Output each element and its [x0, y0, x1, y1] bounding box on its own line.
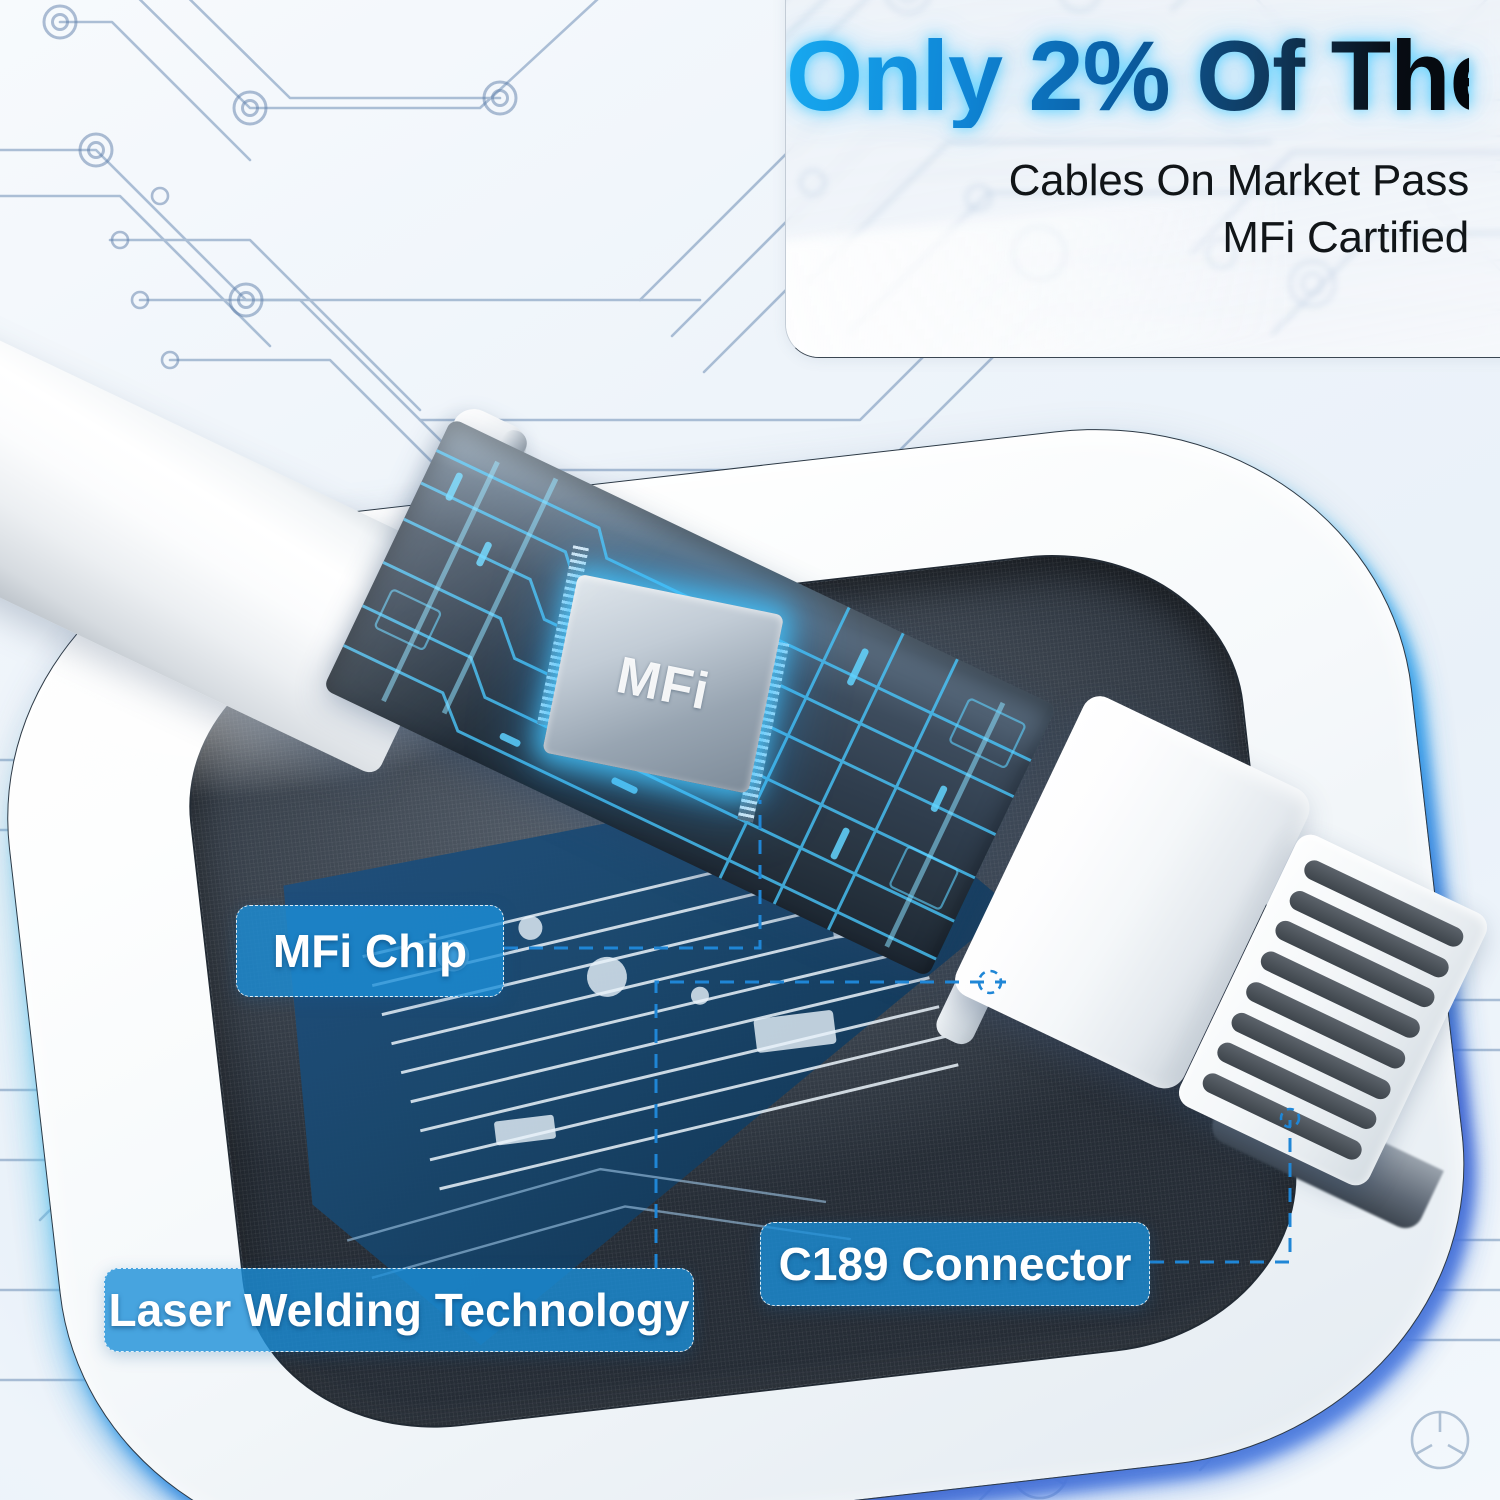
callout-mfi-chip[interactable]: MFi Chip — [236, 905, 504, 997]
transparent-housing: MFi — [322, 418, 1057, 978]
subheadline-line-1: Cables On Market Pass — [1008, 155, 1470, 205]
callout-label: Laser Welding Technology — [108, 1284, 690, 1336]
headline-card: Only 2% Of The Cables On Market Pass MFi… — [785, 0, 1500, 358]
callout-label: C189 Connector — [778, 1238, 1132, 1290]
page-headline: Only 2% Of The — [786, 20, 1500, 131]
callout-laser-welding[interactable]: Laser Welding Technology — [104, 1268, 694, 1352]
callout-label: MFi Chip — [272, 925, 468, 977]
subheadline-line-2: MFi Cartified — [1222, 213, 1469, 263]
callout-c189-connector[interactable]: C189 Connector — [760, 1222, 1150, 1306]
